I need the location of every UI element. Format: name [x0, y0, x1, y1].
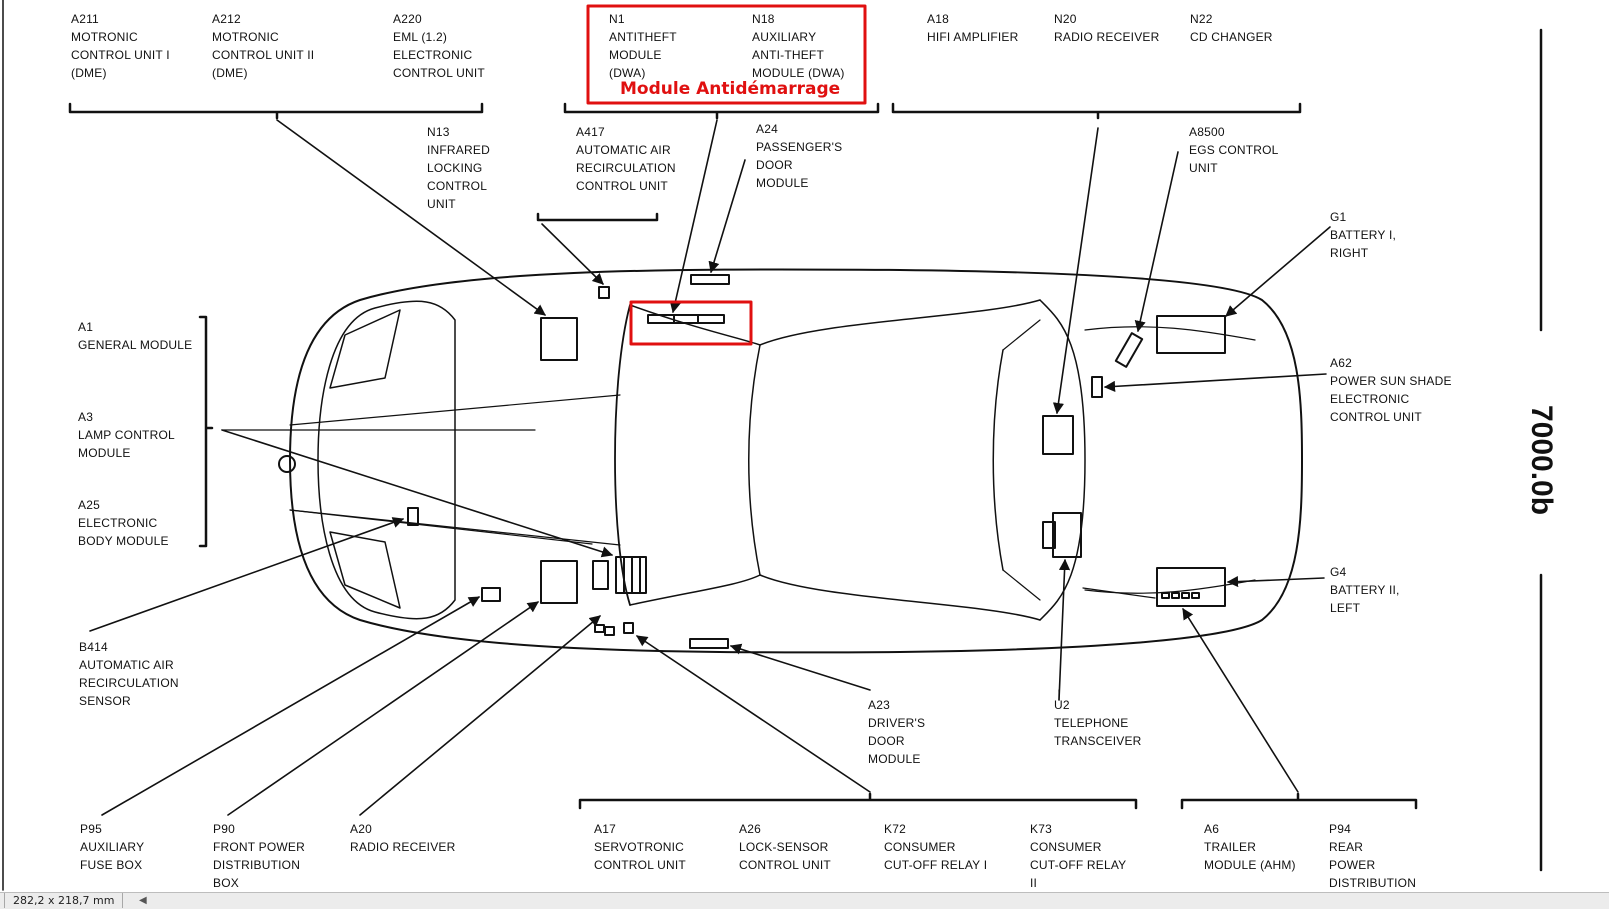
group-brackets	[68, 102, 1418, 810]
aux-lines	[222, 429, 1156, 701]
car-body	[278, 268, 1303, 654]
antitheft-annotation: Module Antidémarrage	[620, 79, 841, 99]
leader-lines	[89, 119, 1331, 816]
red-highlight	[586, 4, 867, 346]
component-boxes	[407, 274, 1226, 649]
page-code: 7000.0b	[1525, 404, 1558, 516]
status-bar: 282,2 x 218,7 mm ◀	[0, 892, 1609, 909]
scroll-left-arrow-icon[interactable]: ◀	[139, 895, 147, 906]
page-size-readout: 282,2 x 218,7 mm	[4, 893, 124, 908]
